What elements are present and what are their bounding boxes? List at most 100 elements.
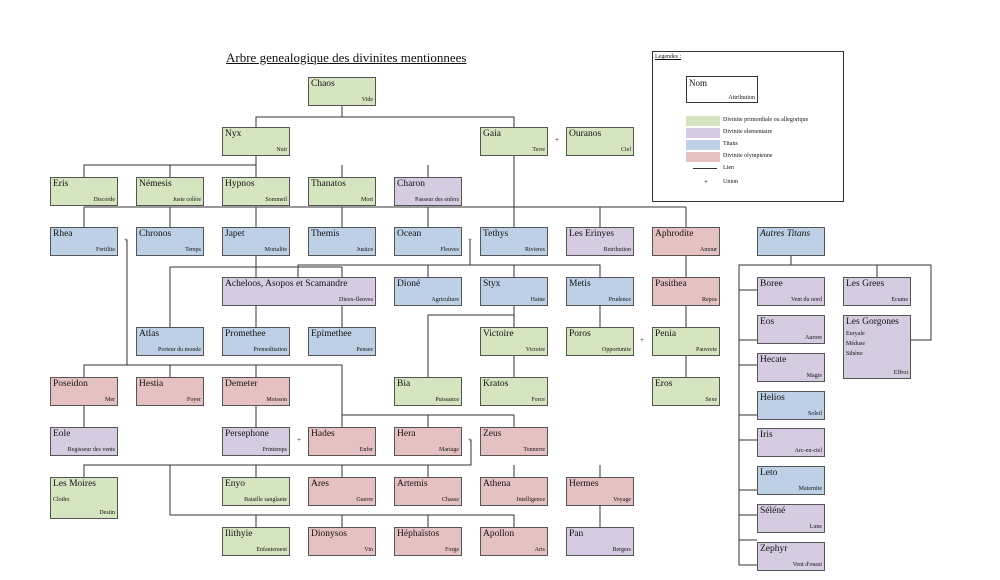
node-attribution: Vide	[361, 97, 373, 103]
node-name: Les Gorgones	[846, 317, 899, 327]
node-attribution: Ecume	[891, 297, 908, 303]
legend-union-sample: +	[704, 178, 708, 186]
union-plus: +	[640, 336, 644, 344]
node-attribution: Justice	[356, 247, 373, 253]
node-name: Charon	[397, 179, 425, 189]
node-attribution: Sexe	[705, 397, 717, 403]
node-attribution: Magie	[806, 373, 822, 379]
legend-label-olympienne: Divinite olympienne	[723, 153, 773, 159]
node-attribution: Puissance	[435, 397, 459, 403]
node-attribution: Victoire	[525, 347, 545, 353]
node-name: Zeus	[483, 429, 502, 439]
node-name: Persephone	[225, 429, 269, 439]
node-name: Héphaïstos	[397, 529, 440, 539]
node-name: Séléné	[760, 506, 786, 516]
node-name: Bia	[397, 379, 411, 389]
legend: Legendes : Nom Attribution Divinite prim…	[652, 51, 844, 202]
node-attribution: Force	[531, 397, 545, 403]
node-attribution: Mortalite	[264, 247, 287, 253]
node-name: Thanatos	[311, 179, 346, 189]
node-attribution: Discorde	[93, 197, 115, 203]
gorgone-name: Méduse	[846, 341, 865, 347]
node-attribution: Fleuves	[440, 247, 459, 253]
node-attribution: Sommeil	[265, 197, 287, 203]
node-name: Pasithea	[655, 279, 687, 289]
node-name: Artemis	[397, 479, 428, 489]
node-name: Ares	[311, 479, 329, 489]
node-attribution: Terre	[532, 147, 545, 153]
node-attribution: Soleil	[807, 411, 822, 417]
legend-sample-attr: Attribution	[728, 95, 755, 101]
node-name: Eole	[53, 429, 71, 439]
node-attribution: Amour	[700, 247, 717, 253]
node-name: Epimethee	[311, 329, 352, 339]
legend-sample-name: Nom	[689, 78, 707, 88]
page-title: Arbre genealogique des divinites mention…	[226, 50, 467, 65]
node-name: Les Grees	[846, 279, 885, 289]
legend-title: Legendes :	[655, 54, 682, 60]
node-attribution: Enfantement	[256, 547, 287, 553]
node-name: Poros	[569, 329, 591, 339]
node-attribution: Arts	[534, 547, 545, 553]
node-name: Demeter	[225, 379, 258, 389]
node-attribution: Aurore	[805, 335, 822, 341]
node-name: Pan	[569, 529, 584, 539]
legend-label-titans: Titans	[723, 141, 738, 147]
node-name: Apollon	[483, 529, 515, 539]
node-attribution: Destin	[99, 510, 115, 516]
node-name: Les Erinyes	[569, 229, 615, 239]
node-name: Ocean	[397, 229, 422, 239]
node-name: Zephyr	[760, 544, 788, 554]
node-attribution: Mer	[105, 397, 115, 403]
node-attribution: Moisson	[266, 397, 287, 403]
node-name: Kratos	[483, 379, 509, 389]
node-attribution: Rivieres	[525, 247, 545, 253]
node-name: Hecate	[760, 355, 787, 365]
node-attribution: Dieux-fleuves	[339, 297, 373, 303]
node-name: Dionysos	[311, 529, 347, 539]
node-attribution: Ciel	[621, 147, 631, 153]
legend-label-elementaire: Divinite elementaire	[723, 129, 773, 135]
legend-swatch-elementaire	[686, 128, 720, 138]
node-name: Aphrodite	[655, 229, 694, 239]
node-name: Styx	[483, 279, 501, 289]
node-attribution: Bataille sanglante	[244, 497, 287, 503]
node-name: Hades	[311, 429, 335, 439]
node-attribution: Maternite	[798, 486, 822, 492]
legend-label-primordial: Divinite primordiale ou allegorique	[723, 117, 809, 123]
union-plus: +	[468, 236, 472, 244]
node-attribution: Vent du nord	[791, 297, 822, 303]
gorgone-name: Euryale	[846, 331, 865, 337]
node-attribution: Chasse	[442, 497, 459, 503]
legend-swatch-olympienne	[686, 152, 720, 162]
node-name: Atlas	[139, 329, 160, 339]
